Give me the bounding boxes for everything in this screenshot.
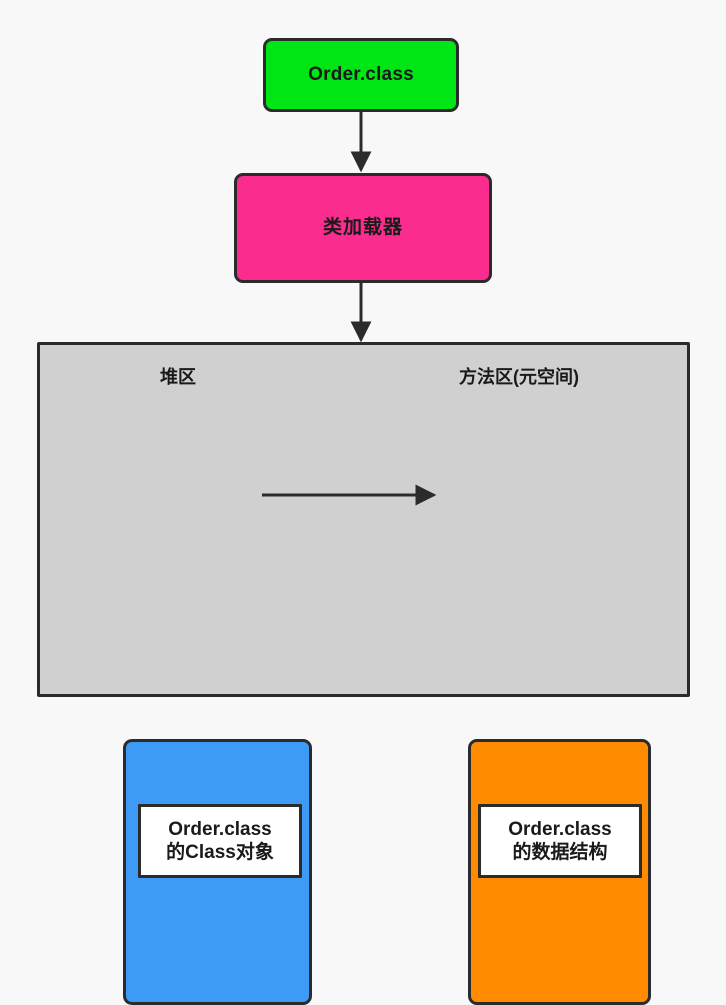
node-class-object-line2: 的Class对象 — [166, 842, 274, 863]
node-class-object-line1: Order.class — [168, 818, 272, 840]
node-class-loader-label: 类加载器 — [322, 217, 403, 239]
node-class-loader[interactable]: 类加载器 — [234, 173, 492, 283]
node-jvm-memory-container: Order.class 的Class对象 Order.class 的数据结构 — [37, 342, 690, 1005]
node-class-data-structure-line2: 的数据结构 — [512, 842, 608, 863]
label-method-area-region: 方法区(元空间) — [459, 367, 579, 387]
diagram-canvas: Order.class 类加载器 Order.class 的Class对象 Or… — [37, 38, 690, 1005]
node-class-object[interactable]: Order.class 的Class对象 — [138, 804, 302, 878]
node-class-data-structure-line1: Order.class — [508, 818, 612, 840]
label-heap-region: 堆区 — [160, 367, 196, 387]
node-class-file[interactable]: Order.class — [263, 38, 459, 112]
node-class-data-structure[interactable]: Order.class 的数据结构 — [478, 804, 642, 878]
node-class-file-label: Order.class — [308, 64, 414, 86]
